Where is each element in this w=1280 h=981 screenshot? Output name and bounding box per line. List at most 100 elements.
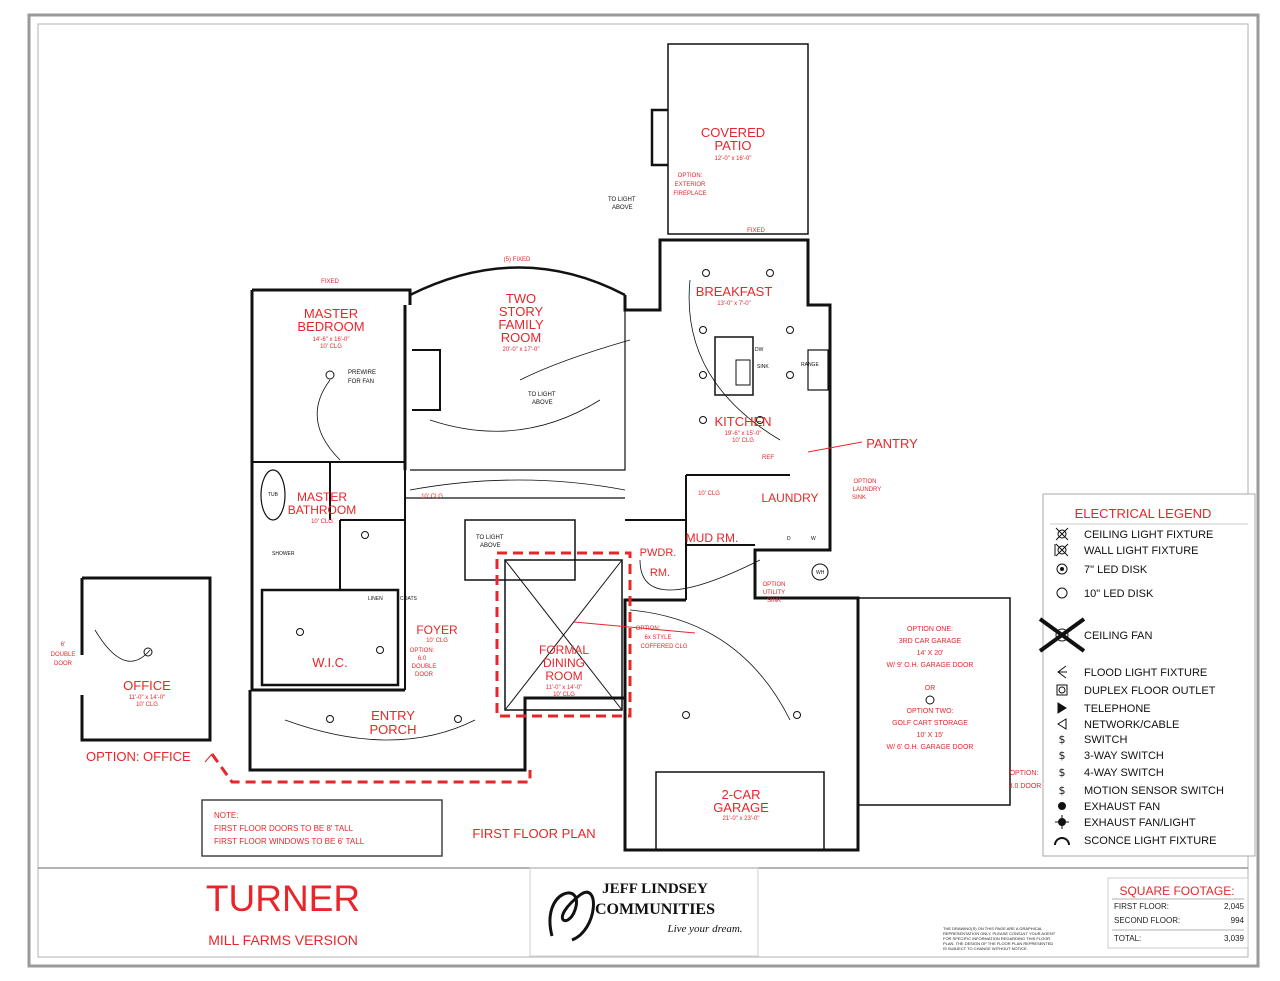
svg-text:FAMILY: FAMILY xyxy=(498,317,544,332)
legend-row: 10" LED DISK xyxy=(1056,587,1154,600)
network-cable-icon xyxy=(1057,718,1067,730)
svg-text:DOUBLE: DOUBLE xyxy=(51,652,76,658)
room-covered-patio: COVERED PATIO 12'-0" x 16'-0" xyxy=(701,125,765,162)
svg-text:RANGE: RANGE xyxy=(801,362,819,368)
legend-label: 3-WAY SWITCH xyxy=(1084,750,1164,762)
svg-text:D: D xyxy=(787,536,791,542)
svg-text:10' CLG: 10' CLG xyxy=(732,438,754,444)
svg-text:SINK: SINK xyxy=(767,598,781,604)
svg-text:ABOVE: ABOVE xyxy=(480,543,501,549)
svg-text:21'-0" x 23'-0": 21'-0" x 23'-0" xyxy=(723,816,760,822)
svg-text:OR: OR xyxy=(925,685,936,692)
sqft-first-value: 2,045 xyxy=(1224,902,1245,911)
room-wic: W.I.C. xyxy=(312,655,347,670)
legend-label: NETWORK/CABLE xyxy=(1084,719,1179,731)
legend-label: TELEPHONE xyxy=(1084,703,1151,715)
exhaust-fan-icon xyxy=(1058,802,1066,810)
company-logo-icon xyxy=(548,890,595,942)
ceiling-fan-icon xyxy=(1038,617,1086,653)
legend-row: TELEPHONE xyxy=(1057,702,1151,715)
svg-text:ROOM: ROOM xyxy=(501,330,541,345)
svg-text:DOOR: DOOR xyxy=(415,672,434,678)
kitchen-sink-fixture xyxy=(735,359,751,386)
four-way-switch-icon: $ xyxy=(1059,766,1066,779)
dining-coffer-diag-2 xyxy=(504,559,623,711)
svg-text:19'-6" x 15'-0": 19'-6" x 15'-0" xyxy=(725,431,762,437)
svg-text:OPTION ONE:: OPTION ONE: xyxy=(907,626,953,633)
room-powder: PWDR. RM. xyxy=(640,547,677,579)
legend-label: SCONCE LIGHT FIXTURE xyxy=(1084,835,1216,847)
svg-text:TO LIGHT: TO LIGHT xyxy=(528,392,556,398)
plan-version: MILL FARMS VERSION xyxy=(208,932,358,948)
svg-text:RM.: RM. xyxy=(650,567,670,579)
svg-text:TWO: TWO xyxy=(506,291,536,306)
svg-text:THE DRAWING(S) ON THIS PAGE AR: THE DRAWING(S) ON THIS PAGE ARE A GRAPHI… xyxy=(943,926,1043,931)
svg-text:$: $ xyxy=(1059,784,1066,797)
svg-text:10' X 15': 10' X 15' xyxy=(917,732,944,739)
legend-row: CEILING LIGHT FIXTURE xyxy=(1055,527,1213,541)
legend-row: EXHAUST FAN/LIGHT xyxy=(1055,815,1196,829)
exhaust-fan-light-icon xyxy=(1055,815,1069,829)
svg-text:$: $ xyxy=(1059,733,1066,746)
plan-name: TURNER xyxy=(206,878,360,919)
svg-text:14'-6" x 16'-0": 14'-6" x 16'-0" xyxy=(313,337,350,343)
svg-text:11'-0" x 14'-0": 11'-0" x 14'-0" xyxy=(129,695,165,701)
svg-text:NOTE:: NOTE: xyxy=(214,811,238,820)
svg-text:2-CAR: 2-CAR xyxy=(721,787,760,802)
svg-text:PLAN. THE DESIGN OF THE FLOOR: PLAN. THE DESIGN OF THE FLOOR PLAN REPRE… xyxy=(943,941,1053,946)
svg-text:GARAGE: GARAGE xyxy=(713,800,769,815)
svg-text:ROOM: ROOM xyxy=(545,669,582,683)
sqft-second-value: 994 xyxy=(1231,916,1245,925)
svg-text:W: W xyxy=(811,536,816,542)
svg-text:DINING: DINING xyxy=(543,656,585,670)
legend-label: WALL LIGHT FIXTURE xyxy=(1084,545,1199,557)
room-kitchen: KITCHEN 19'-6" x 15'-0" 10' CLG xyxy=(714,414,771,444)
svg-text:FOR FAN: FOR FAN xyxy=(348,379,374,385)
logo-tagline: Live your dream. xyxy=(666,923,742,935)
logo-line-1: JEFF LINDSEY xyxy=(602,881,708,897)
telephone-icon xyxy=(1057,702,1067,714)
svg-text:REPRESENTATION ONLY. PLEASE CO: REPRESENTATION ONLY. PLEASE CONSULT YOUR… xyxy=(943,931,1056,936)
svg-text:6x STYLE: 6x STYLE xyxy=(644,635,671,641)
svg-text:(5) FIXED: (5) FIXED xyxy=(504,257,531,263)
svg-text:SHOWER: SHOWER xyxy=(272,551,295,557)
three-way-switch-icon: $ xyxy=(1059,749,1066,762)
dining-option-outline xyxy=(495,551,632,718)
room-laundry: LAUNDRY xyxy=(761,491,818,505)
legend-label: EXHAUST FAN xyxy=(1084,801,1160,813)
svg-text:ENTRY: ENTRY xyxy=(371,708,415,723)
kitchen-island xyxy=(714,336,754,396)
legend-label: SWITCH xyxy=(1084,734,1127,746)
room-garage: 2-CAR GARAGE 21'-0" x 23'-0" xyxy=(713,787,769,822)
svg-text:W/ 6' O.H. GARAGE DOOR: W/ 6' O.H. GARAGE DOOR xyxy=(887,744,974,751)
svg-text:10' CLG: 10' CLG xyxy=(421,494,443,500)
svg-text:UTILITY: UTILITY xyxy=(763,590,785,596)
svg-text:20'-0" x 17'-0": 20'-0" x 17'-0" xyxy=(503,347,540,353)
tub-fixture xyxy=(260,469,286,521)
inner-frame xyxy=(37,23,1249,958)
garage-option-notes: OPTION ONE: 3RD CAR GARAGE 14' X 20' W/ … xyxy=(887,626,974,751)
legend-row: $ SWITCH xyxy=(1059,733,1128,746)
svg-text:10' CLG: 10' CLG xyxy=(320,344,342,350)
range-fixture xyxy=(807,349,829,391)
svg-text:OPTION: OPTION xyxy=(762,582,785,588)
walls xyxy=(80,43,1011,852)
svg-text:PORCH: PORCH xyxy=(370,722,417,737)
svg-text:FIRST FLOOR DOORS TO BE 8' TAL: FIRST FLOOR DOORS TO BE 8' TALL xyxy=(214,824,354,833)
svg-text:REF: REF xyxy=(762,455,774,461)
logo-line-2: COMMUNITIES xyxy=(595,901,715,918)
pantry-leader xyxy=(807,441,863,453)
room-master-bathroom: MASTER BATHROOM 10' CLG xyxy=(288,490,356,525)
svg-text:$: $ xyxy=(1059,749,1066,762)
legend-row: CEILING FAN xyxy=(1038,617,1153,653)
legend-label: EXHAUST FAN/LIGHT xyxy=(1084,817,1196,829)
sqft-second-label: SECOND FLOOR: xyxy=(1114,916,1180,925)
svg-text:12'-0" x 16'-0": 12'-0" x 16'-0" xyxy=(715,156,752,162)
electrical-fixtures xyxy=(143,269,935,723)
svg-text:DW: DW xyxy=(755,347,764,353)
room-mud: MUD RM. xyxy=(686,531,739,545)
svg-text:14' X 20': 14' X 20' xyxy=(917,650,944,657)
ceiling-light-icon xyxy=(1055,527,1069,541)
legend-label: FLOOD LIGHT FIXTURE xyxy=(1084,667,1207,679)
svg-text:LINEN: LINEN xyxy=(368,596,383,602)
